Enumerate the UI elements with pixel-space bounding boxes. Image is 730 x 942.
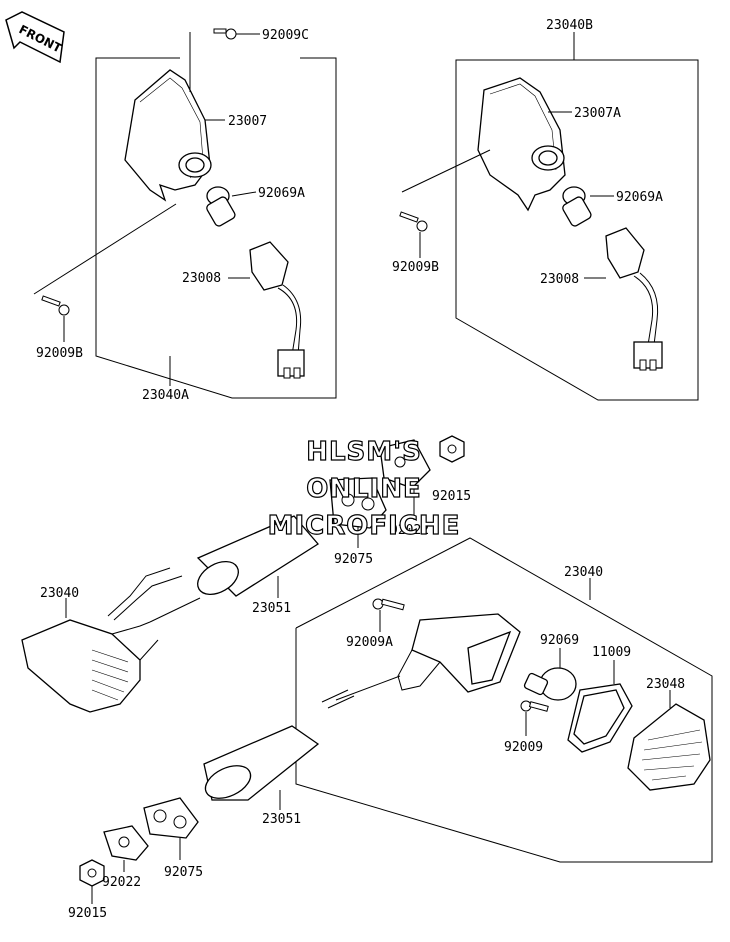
turn-signal-housing-23040-right-icon bbox=[321, 613, 521, 709]
grommet-92075-bottom-icon bbox=[143, 797, 199, 860]
label-92075-top: 92075 bbox=[334, 552, 373, 567]
label-92022-top: 92022 bbox=[390, 523, 429, 538]
label-92069A-left: 92069A bbox=[258, 186, 305, 201]
label-23040A: 23040A bbox=[142, 388, 189, 403]
spacer-23051-bottom-icon bbox=[203, 725, 320, 810]
label-11009: 11009 bbox=[592, 645, 631, 660]
screw-92009A-icon bbox=[372, 598, 405, 632]
bulb-92069-icon bbox=[523, 648, 577, 701]
label-23040B: 23040B bbox=[546, 18, 593, 33]
watermark: HLSM'S ONLINE MICROFICHE bbox=[267, 436, 461, 541]
label-23040-right: 23040 bbox=[564, 565, 603, 580]
socket-23008-left-icon bbox=[249, 241, 305, 379]
gasket-11009-icon bbox=[567, 660, 633, 753]
watermark-line3: MICROFICHE bbox=[268, 511, 461, 541]
front-arrow-icon: FRONT bbox=[5, 11, 65, 64]
screw-92009C-icon bbox=[213, 28, 237, 40]
assembly-23040B bbox=[399, 32, 699, 401]
watermark-line2: ONLINE bbox=[306, 474, 422, 504]
screw-92009B-left-icon bbox=[41, 295, 70, 316]
turn-signal-section bbox=[21, 435, 713, 904]
label-92009A: 92009A bbox=[346, 635, 393, 650]
label-23051-top: 23051 bbox=[252, 601, 291, 616]
bulb-92069A-left-icon bbox=[206, 186, 236, 227]
label-92009B-left: 92009B bbox=[36, 346, 83, 361]
label-92022-bottom: 92022 bbox=[102, 875, 141, 890]
plate-92022-bottom-icon bbox=[103, 825, 149, 872]
label-92015-bottom: 92015 bbox=[68, 906, 107, 921]
label-23008-right: 23008 bbox=[540, 272, 579, 287]
screw-92009-icon bbox=[520, 700, 549, 736]
watermark-line1: HLSM'S bbox=[306, 437, 422, 467]
label-23051-bottom: 23051 bbox=[262, 812, 301, 827]
label-23048: 23048 bbox=[646, 677, 685, 692]
label-23040-left: 23040 bbox=[40, 586, 79, 601]
socket-23008-right-icon bbox=[605, 227, 663, 371]
spacer-23051-top-icon bbox=[196, 515, 319, 598]
label-92009C: 92009C bbox=[262, 28, 309, 43]
grommet-92075-top-icon bbox=[329, 477, 387, 548]
plate-92022-top-icon bbox=[379, 439, 431, 520]
label-92009B-right: 92009B bbox=[392, 260, 439, 275]
label-23007: 23007 bbox=[228, 114, 267, 129]
assembly-23040A bbox=[33, 28, 337, 399]
label-92069A-right: 92069A bbox=[616, 190, 663, 205]
label-92069: 92069 bbox=[540, 633, 579, 648]
label-92075-bottom: 92075 bbox=[164, 865, 203, 880]
nut-92015-top-icon bbox=[439, 435, 465, 463]
part-labels: 92009C 23007 92069A 23008 92009B 23040A … bbox=[36, 18, 685, 921]
label-23007A: 23007A bbox=[574, 106, 621, 121]
nut-92015-bottom-icon bbox=[79, 859, 105, 904]
label-23008-left: 23008 bbox=[182, 271, 221, 286]
screw-92009B-right-icon bbox=[399, 211, 428, 232]
turn-signal-23040-left-icon bbox=[21, 567, 201, 713]
bulb-92069A-right-icon bbox=[562, 186, 592, 227]
label-92009: 92009 bbox=[504, 740, 543, 755]
label-92015-top: 92015 bbox=[432, 489, 471, 504]
lens-23048-icon bbox=[627, 690, 711, 791]
